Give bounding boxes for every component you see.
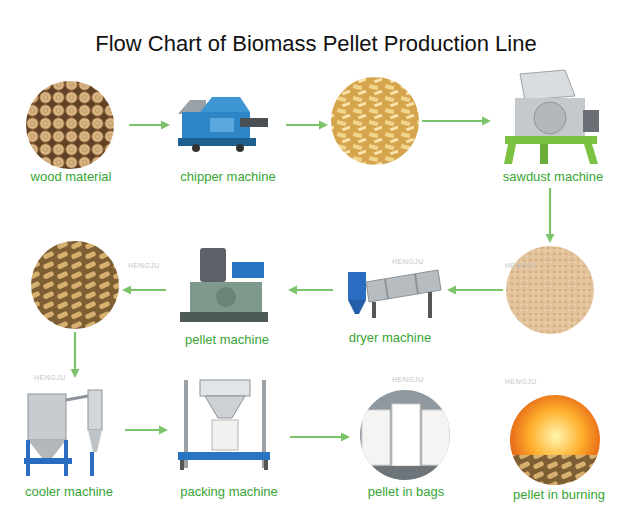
step-label: cooler machine [25, 484, 113, 500]
step-label: wood material [31, 169, 112, 185]
step-label-row: sawdust machine [493, 168, 613, 185]
step-label: pellet in bags [368, 484, 445, 500]
arrow-head [161, 121, 170, 130]
step-label: sawdust machine [503, 169, 603, 185]
process-step: pellet in bags [352, 388, 460, 500]
flow-arrow [71, 286, 167, 379]
flow-arrow [447, 188, 555, 295]
process-step: sawdust machine [493, 66, 613, 185]
watermark: HENGJU [34, 374, 66, 381]
step-label-row: chipper machine [172, 168, 284, 185]
flow-arrow [288, 286, 333, 295]
step-label: pellet machine [185, 332, 269, 348]
step-label-row: cooler machine [15, 483, 123, 500]
watermark: HENGJU [392, 258, 424, 265]
process-step: cooler machine [15, 380, 123, 500]
watermark: HENGJU [128, 262, 160, 269]
arrow-head [447, 286, 456, 295]
arrow-head [319, 121, 328, 130]
flow-line [129, 124, 164, 126]
step-label-row: dryer machine [335, 329, 445, 346]
step-label: dryer machine [349, 330, 431, 346]
process-step: pellet in burning [500, 393, 618, 503]
diagram-title: Flow Chart of Biomass Pellet Production … [0, 30, 632, 58]
process-step: pellet machine [168, 240, 286, 348]
flow-line [294, 289, 333, 291]
flow-line [125, 429, 162, 431]
step-label-row: pellet in burning [500, 486, 618, 503]
step-label-row: pellet in bags [352, 483, 460, 500]
process-step: dryer machine [335, 258, 445, 346]
arrow-head [122, 286, 131, 295]
step-label-row: packing machine [170, 483, 288, 500]
flow-arrow [129, 121, 170, 130]
flow-line [75, 290, 166, 372]
arrow-head [546, 234, 555, 243]
flow-arrow [125, 426, 168, 435]
flow-arrow [290, 433, 350, 442]
watermark: HENGJU [505, 378, 537, 385]
step-label-row: wood material [15, 168, 127, 185]
flow-line [453, 188, 550, 290]
arrow-head [482, 117, 491, 126]
step-label: pellet in burning [513, 487, 605, 503]
arrow-head [159, 426, 168, 435]
arrow-head [71, 369, 80, 378]
arrow-head [341, 433, 350, 442]
flow-line [290, 436, 344, 438]
flow-line [286, 121, 485, 125]
step-label-row: pellet machine [168, 331, 286, 348]
step-label: chipper machine [180, 169, 275, 185]
watermark: HENGJU [392, 376, 424, 383]
arrow-head [288, 286, 297, 295]
process-step: packing machine [170, 375, 288, 500]
process-step: wood material [15, 78, 127, 185]
flow-arrow [286, 117, 491, 130]
watermark: HENGJU [505, 262, 537, 269]
process-step: chipper machine [172, 88, 284, 185]
step-label: packing machine [180, 484, 278, 500]
